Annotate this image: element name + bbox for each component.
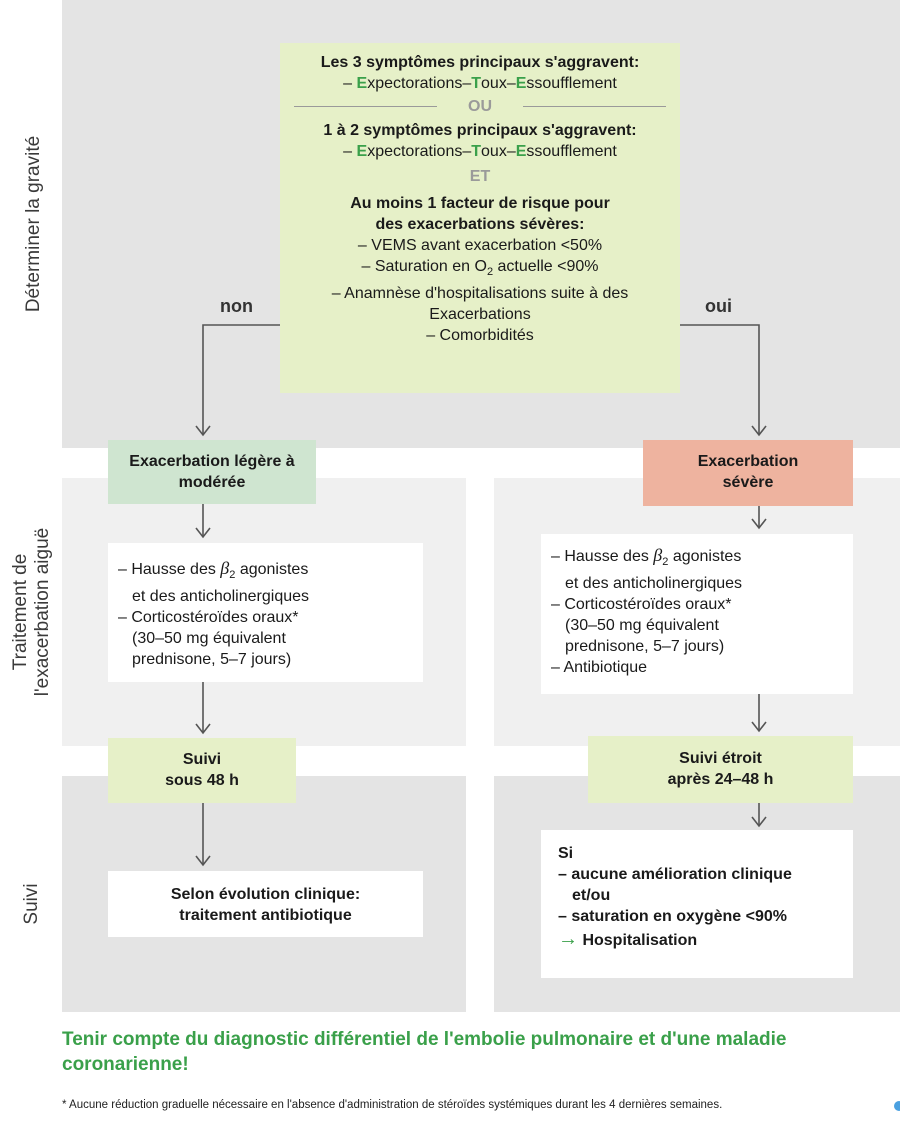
severe-outcome-if: Si [558,845,574,862]
mild-treatment-item-1: – Hausse des β2 agonistes [118,558,309,582]
risk-item-4: – Comorbidités [426,327,534,345]
severe-treatment-box: – Hausse des β2 agonistes et des anticho… [541,534,853,694]
connector-oui [680,324,760,435]
mild-treatment-item-1-cont: et des anticholinergiques [132,588,310,606]
or-divider: OU [280,96,680,117]
risk-title-2: des exacerbations sévères: [375,216,585,233]
arrowhead-left-2 [195,723,211,735]
criteria-title-1: Les 3 symptômes principaux s'aggravent: [320,54,640,71]
risk-item-3: – Anamnèse d'hospitalisations suite à de… [331,285,629,303]
arrowhead-left-3 [195,855,211,867]
and-label: ET [469,168,491,185]
mild-treatment-duration: prednisone, 5–7 jours) [132,651,292,669]
severe-treatment-item-1: – Hausse des β2 agonistes [551,545,742,569]
arrowhead-right-3 [751,816,767,828]
arrow-right-icon: → [558,928,578,950]
connector-non [202,324,280,435]
risk-title-1: Au moins 1 facteur de risque pour [350,195,610,212]
arrowhead-oui [751,425,767,437]
criteria-title-2: 1 à 2 symptômes principaux s'aggravent: [323,122,637,139]
corner-dot-icon [894,1101,900,1111]
arrowhead-right-1 [751,518,767,530]
mild-outcome-box: Selon évolution clinique: traitement ant… [108,871,423,937]
mild-severity-box: Exacerbation légère à modérée [108,440,316,504]
severe-outcome-cond-1-cont: et/ou [572,887,611,904]
symptoms-line-1: – Expectorations–Toux–Essoufflement [343,75,617,92]
severe-treatment-duration: prednisone, 5–7 jours) [565,638,725,656]
severe-treatment-item-1-cont: et des anticholinergiques [565,575,743,593]
severe-outcome-cond-2: – saturation en oxygène <90% [558,908,787,925]
criteria-box: Les 3 symptômes principaux s'aggravent: … [280,43,680,393]
risk-item-3-cont: Exacerbations [429,306,531,324]
branch-label-oui: oui [705,296,732,316]
mild-followup-box: Suivi sous 48 h [108,738,296,803]
footnote: * Aucune réduction graduelle nécessaire … [62,1099,723,1111]
arrowhead-non [195,425,211,437]
arrowhead-left-1 [195,527,211,539]
warning-note: Tenir compte du diagnostic différentiel … [62,1029,787,1075]
severe-treatment-dose: (30–50 mg équivalent [565,617,719,635]
severe-outcome-box: Si – aucune amélioration clinique et/ou … [541,830,853,978]
severe-outcome-result: → Hospitalisation [558,928,698,950]
arrowhead-right-2 [751,721,767,733]
risk-item-1: – VEMS avant exacerbation <50% [357,237,603,254]
severe-treatment-item-3: – Antibiotique [551,659,648,677]
or-label: OU [468,98,492,115]
severe-followup-box: Suivi étroit après 24–48 h [588,736,853,803]
mild-treatment-box: – Hausse des β2 agonistes et des anticho… [108,543,423,682]
risk-item-2: – Saturation en O2 actuelle <90% [361,258,599,279]
mild-treatment-item-2: – Corticostéroïdes oraux* [118,609,299,627]
severe-treatment-item-2: – Corticostéroïdes oraux* [551,596,732,614]
symptoms-line-2: – Expectorations–Toux–Essoufflement [343,143,617,160]
mild-treatment-dose: (30–50 mg équivalent [132,630,286,648]
branch-label-non: non [220,296,253,316]
severe-severity-box: Exacerbation sévère [643,440,853,506]
severe-outcome-cond-1: – aucune amélioration clinique [558,866,792,883]
